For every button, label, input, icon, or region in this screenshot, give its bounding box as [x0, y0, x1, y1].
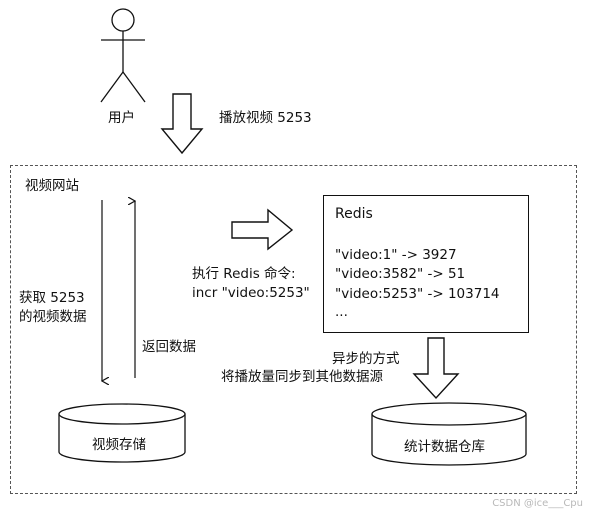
async-label-line2: 将播放量同步到其他数据源	[221, 369, 383, 385]
video-storage-label: 视频存储	[92, 437, 146, 453]
async-down-arrow	[412, 337, 460, 400]
command-right-arrow	[231, 208, 294, 251]
video-storage-cylinder	[58, 403, 186, 463]
redis-entry: "video:5253" -> 103714	[335, 286, 500, 302]
redis-entry: ...	[335, 304, 348, 320]
redis-title: Redis	[335, 206, 373, 222]
fetch-label-line1: 获取 5253	[19, 290, 85, 306]
command-label-line2: incr "video:5253"	[192, 285, 310, 301]
fetch-label-line2: 的视频数据	[19, 309, 87, 325]
user-icon	[100, 8, 146, 103]
play-video-label: 播放视频 5253	[219, 110, 312, 126]
stats-db-cylinder	[371, 402, 527, 466]
website-label: 视频网站	[25, 178, 79, 194]
stats-db-label: 统计数据仓库	[404, 439, 485, 455]
redis-box: Redis "video:1" -> 3927 "video:3582" -> …	[323, 195, 529, 333]
redis-entry: "video:1" -> 3927	[335, 247, 457, 263]
user-label: 用户	[108, 110, 135, 126]
redis-entry: "video:3582" -> 51	[335, 266, 466, 282]
async-label-line1: 异步的方式	[332, 351, 400, 367]
return-label: 返回数据	[142, 339, 196, 355]
watermark: CSDN @ice___Cpu	[492, 498, 583, 509]
play-down-arrow	[160, 93, 204, 155]
command-label-line1: 执行 Redis 命令:	[192, 266, 296, 282]
website-frame	[10, 165, 577, 494]
